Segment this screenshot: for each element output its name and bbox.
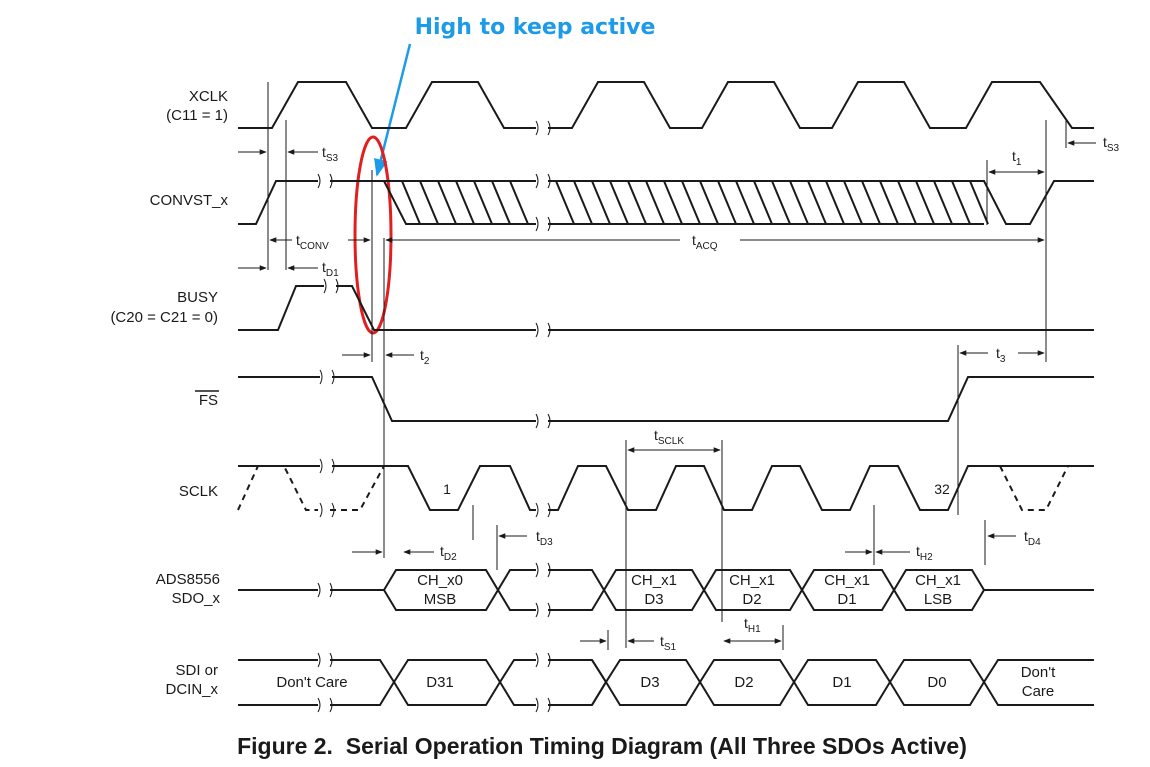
sdo-cell-5-line1: CH_x1 [915, 572, 961, 589]
sdi-bus: Don't Care D31 D3 D2 D1 D0 Don't Care [238, 652, 1094, 713]
label-convst: CONVST_x [150, 192, 229, 209]
sdi-cell-7-line2: Care [1022, 683, 1055, 700]
label-sdi-note: DCIN_x [165, 681, 218, 698]
label-xclk: XCLK [189, 88, 228, 105]
label-td4: tD4 [1024, 528, 1041, 548]
sdi-cell-7-line1: Don't [1021, 664, 1056, 681]
sdo-cell-2-line2: D3 [644, 591, 663, 608]
sdo-cell-3-line1: CH_x1 [729, 572, 775, 589]
label-ts3: tS3 [322, 144, 339, 164]
sclk-waveform: 1 32 [237, 458, 1094, 518]
label-ts3-right: tS3 [1103, 134, 1120, 154]
label-th1: tH1 [744, 615, 761, 635]
sdi-cell-3: D3 [640, 674, 659, 691]
busy-waveform [238, 278, 1094, 338]
sdo-cell-1-line2: MSB [424, 591, 457, 608]
fs-waveform [238, 369, 1094, 429]
timing-arrows [238, 140, 1096, 644]
label-th2: tH2 [916, 543, 933, 563]
label-tsclk: tSCLK [654, 427, 684, 447]
sdo-cell-4-line2: D1 [837, 591, 856, 608]
sdo-cell-5-line2: LSB [924, 591, 952, 608]
label-ts1: tS1 [660, 633, 677, 653]
xclk-waveform [238, 81, 1094, 136]
label-td2: tD2 [440, 543, 457, 563]
label-busy-note: (C20 = C21 = 0) [110, 309, 218, 326]
convst-hatch [401, 180, 989, 225]
sdo-cell-2-line1: CH_x1 [631, 572, 677, 589]
label-t2: t2 [420, 347, 430, 367]
sdi-cell-2: D31 [426, 674, 454, 691]
sdo-cell-3-line2: D2 [742, 591, 761, 608]
highlight-ellipse [353, 135, 393, 335]
sdo-bus: CH_x0 MSB CH_x1 D3 CH_x1 D2 CH_x1 D1 CH_… [238, 562, 1094, 618]
reference-lines [267, 82, 1067, 650]
label-sdo: ADS8556 [156, 571, 220, 588]
label-fs: FS [199, 392, 218, 409]
label-t1: t1 [1012, 148, 1022, 168]
sdi-cell-6: D0 [927, 674, 946, 691]
sclk-edge-first: 1 [443, 481, 451, 497]
label-td3: tD3 [536, 528, 553, 548]
label-td1: tD1 [322, 259, 339, 279]
figure-caption: Figure 2. Serial Operation Timing Diagra… [237, 733, 967, 759]
sdo-cell-4-line1: CH_x1 [824, 572, 870, 589]
sdi-cell-5: D1 [832, 674, 851, 691]
label-sdi: SDI or [175, 662, 218, 679]
sdi-cell-1: Don't Care [276, 674, 347, 691]
signal-labels: XCLK (C11 = 1) CONVST_x BUSY (C20 = C21 … [110, 88, 228, 698]
label-t3: t3 [996, 345, 1006, 365]
sdi-cell-4: D2 [734, 674, 753, 691]
sdo-cell-1-line1: CH_x0 [417, 572, 463, 589]
sclk-edge-last: 32 [934, 481, 950, 497]
timing-labels: tS3 tS3 t1 tCONV tACQ tD1 t2 t3 tSCLK tD… [296, 134, 1120, 653]
callout-text: High to keep active [415, 15, 656, 40]
label-sclk: SCLK [179, 483, 218, 500]
label-busy: BUSY [177, 289, 218, 306]
convst-waveform [238, 173, 1094, 232]
label-sdo-note: SDO_x [172, 590, 221, 607]
label-xclk-note: (C11 = 1) [166, 107, 228, 124]
label-tacq: tACQ [692, 232, 718, 252]
label-tconv: tCONV [296, 232, 329, 252]
